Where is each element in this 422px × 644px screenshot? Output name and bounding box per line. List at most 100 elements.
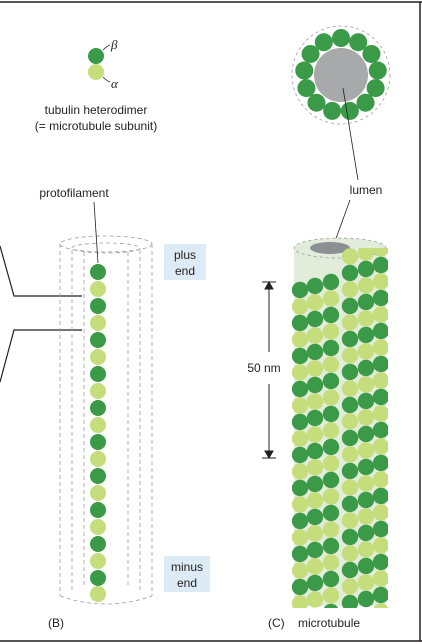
panel-b-letter: (B) — [48, 616, 64, 630]
beta-subunit — [306, 508, 324, 526]
beta-subunit — [90, 570, 106, 586]
beta-subunit — [348, 248, 352, 249]
beta-subunit — [322, 405, 340, 423]
beta-subunit — [292, 413, 309, 431]
alpha-subunit — [322, 356, 340, 373]
alpha-subunit — [322, 488, 340, 505]
alpha-subunit — [90, 451, 106, 467]
plus-end-label-line1: plus — [174, 248, 196, 262]
alpha-subunit — [372, 438, 388, 455]
alpha-subunit — [341, 578, 359, 595]
alpha-subunit — [357, 248, 375, 261]
beta-subunit — [292, 281, 309, 299]
ring-subunit — [323, 101, 342, 120]
protofilament-label-line — [93, 201, 99, 264]
beta-subunit — [341, 594, 359, 608]
heterodimer-legend: β α tubulin heterodimer (= microtubule s… — [35, 37, 157, 133]
beta-subunit — [357, 326, 375, 344]
lumen-cross-section — [314, 48, 368, 102]
minus-end-box — [164, 556, 210, 592]
alpha-subunit — [372, 471, 388, 488]
alpha-subunit — [372, 306, 388, 323]
alpha-subunit — [306, 393, 324, 410]
beta-subunit — [372, 322, 388, 340]
alpha-subunit — [90, 315, 106, 331]
plus-end-label-line2: end — [175, 264, 195, 278]
alpha-subunit — [90, 349, 106, 365]
alpha-subunit — [292, 529, 309, 546]
beta-subunit — [341, 462, 359, 480]
alpha-subunit — [322, 455, 340, 472]
protofilament-label: protofilament — [39, 186, 109, 200]
ring-subunit — [332, 29, 350, 47]
alpha-subunit — [357, 475, 375, 492]
ring-subunit — [307, 93, 326, 112]
ring-subunit — [301, 44, 320, 63]
ring-subunit — [366, 79, 385, 98]
beta-subunit — [306, 475, 324, 493]
alpha-subunit — [357, 541, 375, 558]
ring-subunit — [295, 61, 314, 80]
alpha-subunit — [372, 248, 388, 257]
beta-subunit — [306, 541, 324, 559]
beta-subunit — [306, 442, 324, 460]
alpha-label: α — [111, 76, 119, 91]
beta-subunit — [306, 343, 324, 361]
beta-subunit — [372, 289, 388, 307]
alpha-subunit — [322, 554, 340, 571]
beta-label: β — [110, 37, 118, 52]
protofilament-pointer-lower — [0, 329, 82, 383]
protofilament — [90, 264, 106, 602]
alpha-subunit — [341, 248, 359, 265]
alpha-subunit — [372, 537, 388, 554]
ring-subunit — [349, 33, 368, 52]
beta-subunit — [341, 330, 359, 348]
beta-subunit — [357, 359, 375, 377]
panel-c: lumen 50 nm (C) microtubule — [247, 25, 391, 630]
beta-subunit — [306, 376, 324, 394]
lumen-opening — [310, 242, 350, 254]
alpha-subunit — [90, 485, 106, 501]
alpha-subunit — [306, 492, 324, 509]
beta-subunit — [341, 297, 359, 315]
beta-subunit — [306, 310, 324, 328]
length-scale-label: 50 nm — [247, 361, 280, 375]
microtubule-lattice — [292, 248, 388, 608]
alpha-subunit — [341, 380, 359, 397]
beta-subunit — [306, 277, 324, 295]
beta-subunit — [357, 491, 375, 509]
alpha-subunit — [90, 519, 106, 535]
alpha-subunit — [90, 586, 106, 602]
beta-subunit — [357, 458, 375, 476]
beta-subunit — [292, 314, 309, 332]
alpha-subunit — [357, 442, 375, 459]
alpha-subunit — [292, 298, 309, 315]
minus-end-label-line1: minus — [171, 560, 203, 574]
lumen-label: lumen — [350, 183, 383, 197]
alpha-subunit — [90, 383, 106, 399]
ring-subunit — [362, 44, 381, 63]
alpha-subunit — [372, 504, 388, 521]
alpha-subunit — [357, 574, 375, 591]
beta-subunit — [90, 468, 106, 484]
alpha-subunit — [322, 290, 340, 307]
panel-b: protofilament plus end minus end (B) — [0, 186, 210, 630]
alpha-subunit — [357, 310, 375, 327]
alpha-subunit — [341, 314, 359, 331]
beta-subunit — [292, 578, 309, 596]
beta-subunit — [292, 347, 309, 365]
beta-subunit — [90, 366, 106, 382]
heterodimer-caption-line1: tubulin heterodimer — [45, 103, 148, 117]
beta-subunit — [372, 256, 388, 274]
beta-subunit — [322, 339, 340, 357]
beta-subunit — [341, 528, 359, 546]
alpha-subunit — [292, 595, 309, 608]
beta-subunit — [341, 561, 359, 579]
alpha-subunit — [292, 562, 309, 579]
beta-subunit — [90, 434, 106, 450]
alpha-subunit — [90, 553, 106, 569]
length-scale — [262, 280, 276, 460]
alpha-subunit — [292, 364, 309, 381]
ring-subunit — [356, 93, 375, 112]
beta-subunit — [322, 273, 340, 291]
